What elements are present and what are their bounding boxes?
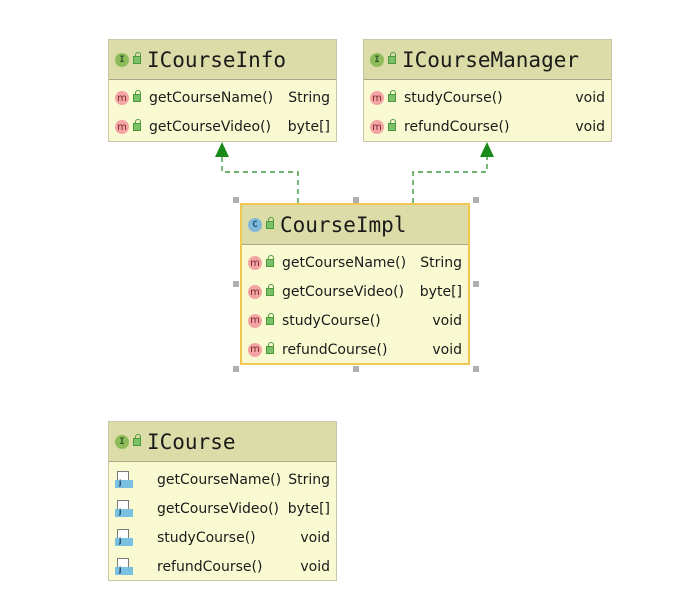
class-box-courseimpl[interactable]: C CourseImpl m getCourseName() String m … bbox=[240, 203, 470, 365]
method-name: refundCourse() bbox=[157, 558, 263, 575]
return-type: void bbox=[575, 90, 605, 107]
resize-handle-top-left[interactable] bbox=[233, 197, 239, 203]
class-name: ICourse bbox=[147, 429, 236, 454]
member-row[interactable]: m refundCourse() void bbox=[242, 335, 468, 364]
member-list: m studyCourse() void m refundCourse() vo… bbox=[364, 80, 611, 142]
class-header: I ICourseManager bbox=[364, 40, 611, 80]
method-name: refundCourse() bbox=[404, 119, 510, 136]
class-box-icoursemanager[interactable]: I ICourseManager m studyCourse() void m … bbox=[363, 39, 612, 142]
member-row[interactable]: m studyCourse() void bbox=[364, 84, 611, 113]
interface-icon: I bbox=[115, 52, 129, 67]
member-row[interactable]: j refundCourse() void bbox=[109, 552, 336, 581]
method-icon: m bbox=[248, 285, 262, 300]
member-list: m getCourseName() String m getCourseVide… bbox=[109, 80, 336, 142]
resize-handle-bottom-left[interactable] bbox=[233, 366, 239, 372]
class-box-icourse[interactable]: I ICourse j getCourseName() String j get… bbox=[108, 421, 337, 581]
resize-handle-bottom-right[interactable] bbox=[473, 366, 479, 372]
return-type: byte[] bbox=[287, 119, 330, 136]
return-type: byte[] bbox=[419, 284, 462, 301]
method-icon: m bbox=[370, 91, 384, 106]
class-header: I ICourse bbox=[109, 422, 336, 462]
public-lock-icon bbox=[133, 433, 141, 446]
return-type: void bbox=[300, 558, 330, 575]
resize-handle-top-center[interactable] bbox=[353, 197, 359, 203]
class-name: ICourseInfo bbox=[147, 47, 287, 72]
return-type: byte[] bbox=[287, 501, 330, 518]
member-row[interactable]: m getCourseVideo() byte[] bbox=[242, 278, 468, 307]
method-name: studyCourse() bbox=[404, 90, 503, 107]
interface-icon: I bbox=[115, 434, 129, 449]
member-row[interactable]: m getCourseName() String bbox=[242, 249, 468, 278]
edge-courseimpl-to-icourseinfo bbox=[215, 142, 299, 203]
member-row[interactable]: m refundCourse() void bbox=[364, 113, 611, 142]
return-type: void bbox=[432, 341, 462, 358]
return-type: void bbox=[432, 312, 462, 329]
method-name: refundCourse() bbox=[282, 341, 388, 358]
member-row[interactable]: m studyCourse() void bbox=[242, 307, 468, 336]
member-row[interactable]: j getCourseVideo() byte[] bbox=[109, 495, 336, 524]
method-name: getCourseVideo() bbox=[149, 119, 272, 136]
class-icon: C bbox=[248, 217, 262, 232]
method-icon: m bbox=[248, 342, 262, 357]
public-lock-icon bbox=[388, 51, 396, 64]
member-row[interactable]: j getCourseName() String bbox=[109, 466, 336, 495]
public-lock-icon bbox=[266, 312, 274, 325]
member-row[interactable]: m getCourseName() String bbox=[109, 84, 336, 113]
abstract-method-icon: j bbox=[115, 557, 133, 576]
arrowhead-icourseinfo bbox=[215, 142, 229, 157]
method-icon: m bbox=[115, 91, 129, 106]
abstract-method-icon: j bbox=[115, 471, 133, 489]
class-name: CourseImpl bbox=[280, 212, 407, 237]
method-name: getCourseVideo() bbox=[282, 284, 405, 301]
method-name: studyCourse() bbox=[282, 312, 381, 329]
member-list: m getCourseName() String m getCourseVide… bbox=[242, 245, 468, 364]
resize-handle-top-right[interactable] bbox=[473, 197, 479, 203]
member-list: j getCourseName() String j getCourseVide… bbox=[109, 462, 336, 581]
method-icon: m bbox=[248, 256, 262, 271]
interface-icon: I bbox=[370, 52, 384, 67]
resize-handle-middle-left[interactable] bbox=[233, 281, 239, 287]
method-icon: m bbox=[248, 313, 262, 328]
return-type: String bbox=[420, 255, 462, 272]
public-lock-icon bbox=[266, 216, 274, 229]
member-row[interactable]: m getCourseVideo() byte[] bbox=[109, 113, 336, 142]
public-lock-icon bbox=[133, 90, 141, 103]
public-lock-icon bbox=[388, 90, 396, 103]
method-name: getCourseName() bbox=[157, 472, 282, 489]
method-icon: m bbox=[115, 120, 129, 135]
arrowhead-icoursemanager bbox=[480, 142, 494, 157]
abstract-method-icon: j bbox=[115, 528, 133, 547]
public-lock-icon bbox=[133, 119, 141, 132]
class-name: ICourseManager bbox=[402, 47, 580, 72]
class-box-icourseinfo[interactable]: I ICourseInfo m getCourseName() String m… bbox=[108, 39, 337, 142]
return-type: String bbox=[288, 472, 330, 489]
method-name: getCourseName() bbox=[282, 255, 407, 272]
public-lock-icon bbox=[266, 284, 274, 297]
class-header: I ICourseInfo bbox=[109, 40, 336, 80]
abstract-method-icon: j bbox=[115, 500, 133, 518]
public-lock-icon bbox=[266, 341, 274, 354]
edge-courseimpl-to-icoursemanager bbox=[412, 142, 494, 203]
resize-handle-middle-right[interactable] bbox=[473, 281, 479, 287]
method-name: studyCourse() bbox=[157, 529, 256, 546]
method-name: getCourseName() bbox=[149, 90, 274, 107]
return-type: String bbox=[288, 90, 330, 107]
public-lock-icon bbox=[388, 119, 396, 132]
return-type: void bbox=[300, 529, 330, 546]
member-row[interactable]: j studyCourse() void bbox=[109, 524, 336, 553]
resize-handle-bottom-center[interactable] bbox=[353, 366, 359, 372]
class-header: C CourseImpl bbox=[242, 205, 468, 245]
method-icon: m bbox=[370, 120, 384, 135]
public-lock-icon bbox=[266, 255, 274, 268]
return-type: void bbox=[575, 119, 605, 136]
method-name: getCourseVideo() bbox=[157, 501, 280, 518]
public-lock-icon bbox=[133, 51, 141, 64]
